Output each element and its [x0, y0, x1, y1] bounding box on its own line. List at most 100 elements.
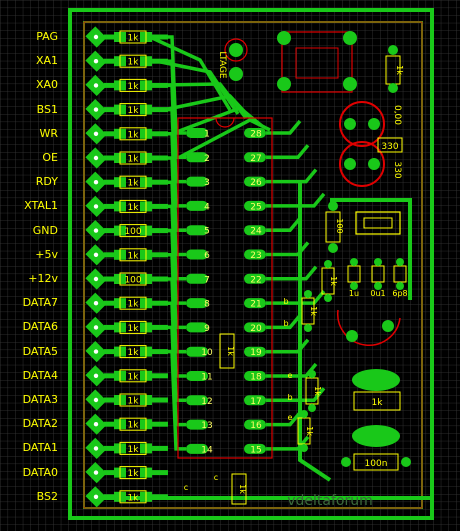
capacitor-inner	[363, 217, 393, 229]
routing-trace	[266, 192, 326, 208]
bus-trace	[179, 118, 271, 159]
resistor-label: 1k	[238, 484, 247, 494]
connector-label: DATA1	[22, 441, 58, 455]
crystal-label: 0,00	[392, 105, 402, 125]
pad	[341, 457, 351, 467]
resistor-body	[119, 103, 147, 117]
routing-trace	[168, 349, 186, 451]
power-trace	[298, 180, 332, 482]
resistor-body	[119, 490, 147, 504]
routing-trace	[266, 411, 302, 427]
ic-pin-number-left: 13	[201, 421, 212, 431]
connector-label: DATA3	[22, 393, 58, 406]
ic-pin-number-right: 17	[250, 397, 261, 407]
pad	[324, 294, 332, 302]
pad-hole	[93, 397, 99, 403]
pad	[328, 243, 338, 253]
resistor-body	[119, 54, 147, 68]
resistor-label: 1k	[128, 106, 140, 116]
pad-hole	[93, 373, 99, 378]
ic-pad-left	[186, 128, 208, 138]
ic-pin-number-left: 3	[204, 178, 210, 188]
ic-pad-left	[186, 152, 208, 163]
pad	[396, 258, 404, 266]
resistor-label: 1k	[128, 348, 140, 358]
ic-pin-number-right: 23	[250, 251, 261, 261]
ic-pad-right	[244, 371, 266, 381]
ic-pad-left	[186, 322, 208, 333]
resistor-body	[119, 320, 147, 334]
transistor-outline	[336, 309, 401, 347]
transistor-pin-label: e	[288, 413, 293, 422]
oval-pad	[352, 425, 400, 447]
ic-pad-right	[244, 419, 266, 430]
transistor-pin-label: e	[288, 371, 293, 380]
ic-pin-number-left: 9	[204, 324, 210, 334]
resistor-label: 1k	[128, 203, 140, 213]
pad-hole	[93, 155, 99, 161]
resistor-label: 1k	[128, 397, 140, 407]
bus-trace	[173, 106, 264, 135]
resistor-label: 1k	[128, 469, 140, 479]
ic-pad-left	[186, 371, 208, 381]
routing-trace	[266, 168, 318, 184]
ic-pin-number-left: 8	[204, 300, 210, 310]
ic-pad-right	[244, 298, 266, 309]
ic-pin-number-left: 6	[204, 251, 210, 261]
pad	[300, 410, 308, 418]
pad	[308, 370, 316, 378]
resistor-body	[119, 296, 147, 310]
pad-hole	[93, 470, 99, 475]
resistor-body	[219, 333, 235, 369]
resistor-label: 1k	[128, 421, 140, 431]
pad	[388, 83, 398, 93]
pad	[401, 457, 411, 467]
bus-trace	[155, 59, 240, 115]
ic-pin-number-left: 11	[201, 373, 212, 383]
diode-body	[353, 391, 401, 411]
cap-body	[353, 453, 399, 471]
resistor-label: 1k	[128, 82, 140, 92]
switch-pad	[277, 31, 291, 45]
small-cap-label: 6p8	[392, 289, 407, 298]
resistor-body	[119, 151, 147, 165]
connector-label: DATA5	[22, 344, 58, 358]
pad-hole	[93, 107, 99, 112]
ic-pin-number-right: 26	[250, 178, 262, 188]
transistor-pin-label: b	[283, 319, 288, 328]
ic-pad-right	[244, 443, 266, 454]
resistor-body	[119, 441, 147, 455]
ic-pin-number-right: 16	[250, 421, 262, 431]
ic-pad-right	[244, 273, 266, 284]
resistor-body	[119, 393, 147, 407]
resistor-body	[119, 345, 147, 359]
connector-label: XA1	[35, 54, 58, 68]
switch-pad	[343, 77, 357, 91]
bus-trace	[149, 35, 232, 111]
transistor-pin-label: b	[283, 297, 288, 306]
resistor-body	[119, 199, 147, 213]
pad	[396, 282, 404, 290]
ic-pin-number-right: 27	[250, 154, 261, 164]
resistor-body	[119, 248, 147, 262]
ic-outline	[177, 117, 273, 459]
diode-label: 1k	[372, 398, 384, 408]
pad	[350, 258, 358, 266]
resistor-body	[119, 417, 147, 431]
resistor-label: 1k	[226, 346, 235, 356]
connector-label: RDY	[35, 175, 58, 189]
routing-trace	[266, 265, 318, 281]
ic-pad-right	[244, 128, 266, 138]
socket-label: LTAGE	[217, 51, 227, 79]
pad	[388, 45, 398, 55]
connector-label: DATA2	[22, 417, 58, 431]
cap-body	[377, 137, 403, 153]
switch-pad	[277, 77, 291, 91]
switch-outline	[281, 31, 353, 93]
ic-pad-left	[186, 200, 208, 211]
resistor-label: 1k	[329, 276, 338, 286]
connector-label: DATA7	[22, 296, 58, 310]
resistor-label: 1k	[128, 324, 140, 334]
routing-trace	[266, 314, 302, 330]
